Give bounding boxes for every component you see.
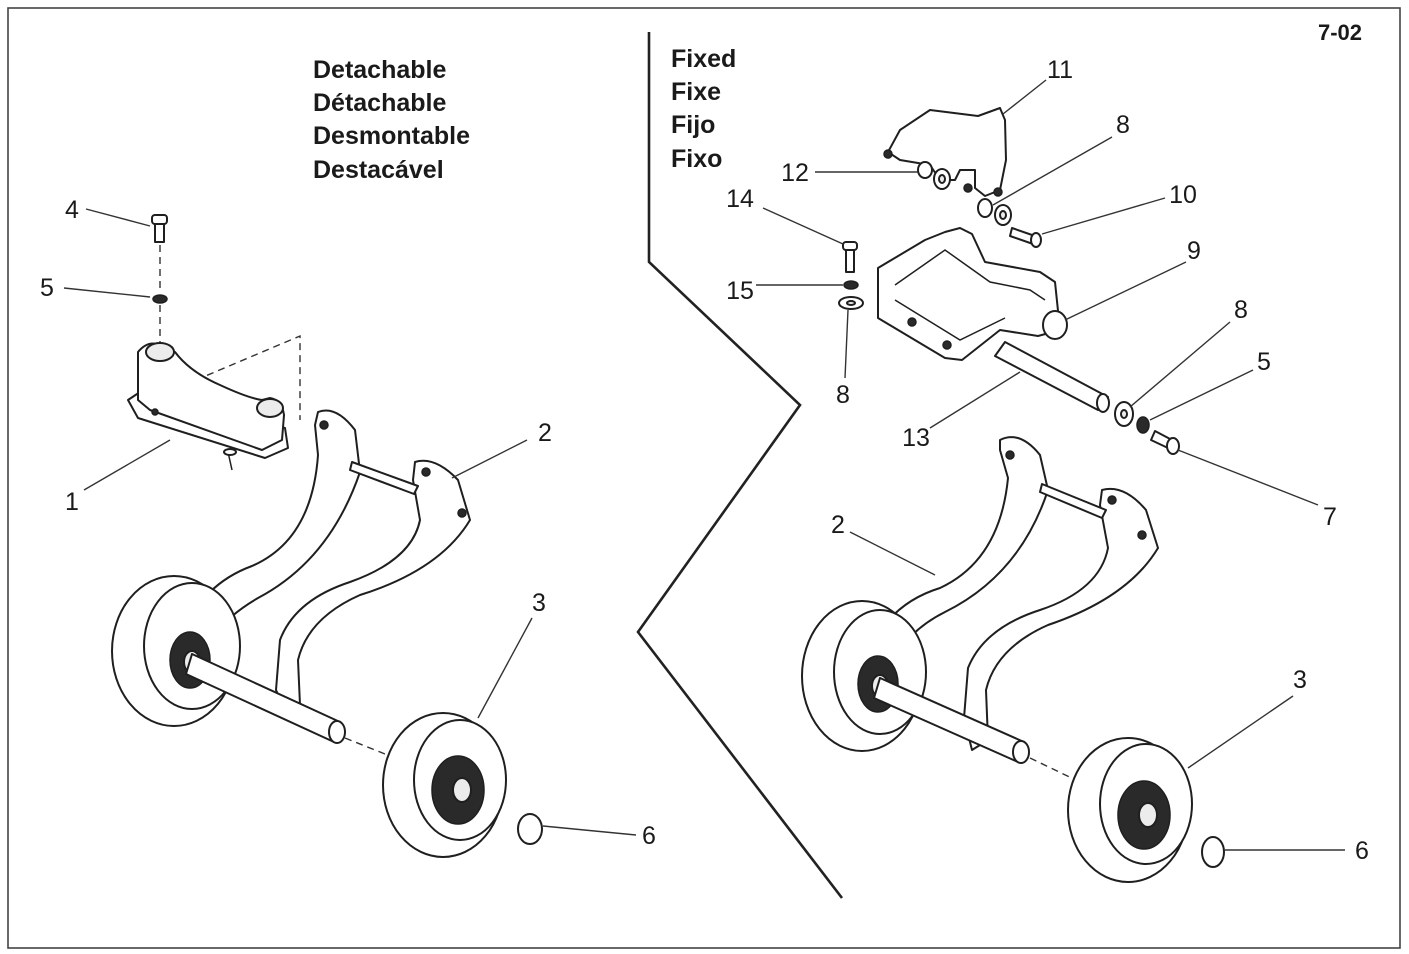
cap-part — [1201, 836, 1225, 868]
callout-number: 12 — [781, 159, 809, 187]
callout-number: 5 — [40, 274, 54, 302]
detachable-assembly — [111, 214, 543, 858]
left-section-title: Detachable Détachable Desmontable Destac… — [313, 56, 470, 184]
callout-number: 15 — [726, 277, 754, 305]
fixed-assembly — [801, 107, 1225, 883]
callout-number: 13 — [902, 424, 930, 452]
callout-number: 11 — [1047, 56, 1073, 84]
callout-number: 6 — [1355, 837, 1369, 865]
wheel-part — [111, 575, 241, 727]
bracket-part — [127, 342, 289, 471]
title-line: Détachable — [313, 89, 446, 117]
callout-number: 4 — [65, 196, 79, 224]
callout-number: 8 — [1234, 296, 1248, 324]
washer-part — [152, 294, 168, 304]
diagram-border — [7, 7, 1401, 949]
leader-lines — [63, 79, 1345, 851]
swing-arm-part — [179, 409, 471, 713]
page-number: 7-02 — [1318, 20, 1362, 45]
callout-number: 6 — [642, 822, 656, 850]
title-line: Fixe — [671, 78, 721, 106]
title-line: Fixo — [671, 145, 722, 173]
wheel-part — [801, 600, 927, 752]
wheel-part — [382, 712, 507, 858]
callout-number: 10 — [1169, 181, 1197, 209]
callout-number: 5 — [1257, 348, 1271, 376]
section-divider — [636, 32, 844, 899]
callout-number: 14 — [726, 185, 754, 213]
right-section-title: Fixed Fixe Fijo Fixo — [671, 45, 736, 173]
wheel-part — [1067, 737, 1193, 883]
title-line: Desmontable — [313, 122, 470, 150]
callout-number: 1 — [65, 488, 79, 516]
title-line: Detachable — [313, 56, 446, 84]
right-callouts: 11 8 12 10 14 9 15 8 5 8 13 7 2 3 6 — [726, 56, 1369, 865]
bolt-part — [151, 214, 168, 243]
callout-number: 8 — [836, 381, 850, 409]
left-callouts: 4 5 1 2 3 6 — [40, 196, 656, 850]
cap-part — [517, 813, 543, 845]
callout-number: 8 — [1116, 111, 1130, 139]
callout-number: 7 — [1323, 503, 1337, 531]
callout-number: 3 — [532, 589, 546, 617]
title-line: Fijo — [671, 111, 715, 139]
callout-number: 3 — [1293, 666, 1307, 694]
callout-number: 2 — [831, 511, 845, 539]
callout-number: 9 — [1187, 237, 1201, 265]
bracket-part — [877, 227, 1068, 361]
callout-number: 2 — [538, 419, 552, 447]
title-line: Fixed — [671, 45, 736, 73]
title-line: Destacável — [313, 156, 444, 184]
